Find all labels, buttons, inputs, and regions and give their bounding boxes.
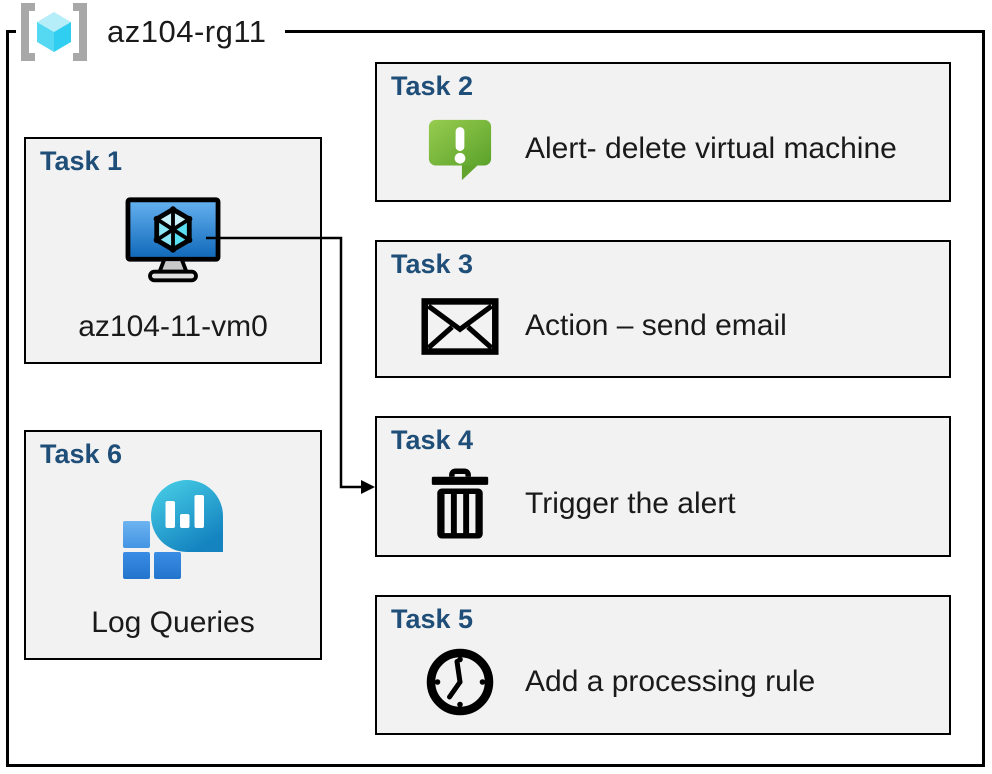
task-5-title: Task 5	[391, 604, 474, 634]
task-box-2: Task 2 Alert- delete virtual machine	[375, 62, 951, 202]
resource-group-name: az104-rg11	[107, 14, 267, 49]
task-2-label: Alert- delete virtual machine	[525, 132, 897, 165]
task-1-title: Task 1	[40, 146, 123, 176]
alert-icon	[428, 119, 492, 181]
task-6-label: Log Queries	[91, 606, 255, 639]
email-icon	[421, 297, 499, 355]
task-5-label: Add a processing rule	[525, 665, 816, 698]
virtual-machine-icon	[125, 197, 221, 283]
task-3-label: Action – send email	[525, 309, 787, 342]
trash-icon	[431, 468, 489, 539]
resource-group-icon	[21, 3, 87, 61]
task-3-title: Task 3	[391, 249, 474, 279]
task-1-label: az104-11-vm0	[78, 310, 268, 343]
task-4-title: Task 4	[391, 425, 474, 455]
task-6-title: Task 6	[40, 439, 123, 469]
task-2-title: Task 2	[391, 71, 474, 101]
task-4-label: Trigger the alert	[525, 486, 736, 520]
resource-group-label: az104-rg11	[16, 2, 285, 62]
task-box-6: Task 6	[24, 430, 322, 660]
task-box-5: Task 5 Add a processing rule	[375, 595, 951, 735]
clock-icon	[426, 648, 494, 716]
resource-group-container	[6, 30, 985, 767]
log-queries-icon	[123, 480, 223, 579]
task-box-1: Task 1	[24, 137, 322, 364]
task-box-4: Task 4 Trigger the alert	[375, 416, 951, 557]
task-box-3: Task 3 Action – send email	[375, 240, 951, 378]
